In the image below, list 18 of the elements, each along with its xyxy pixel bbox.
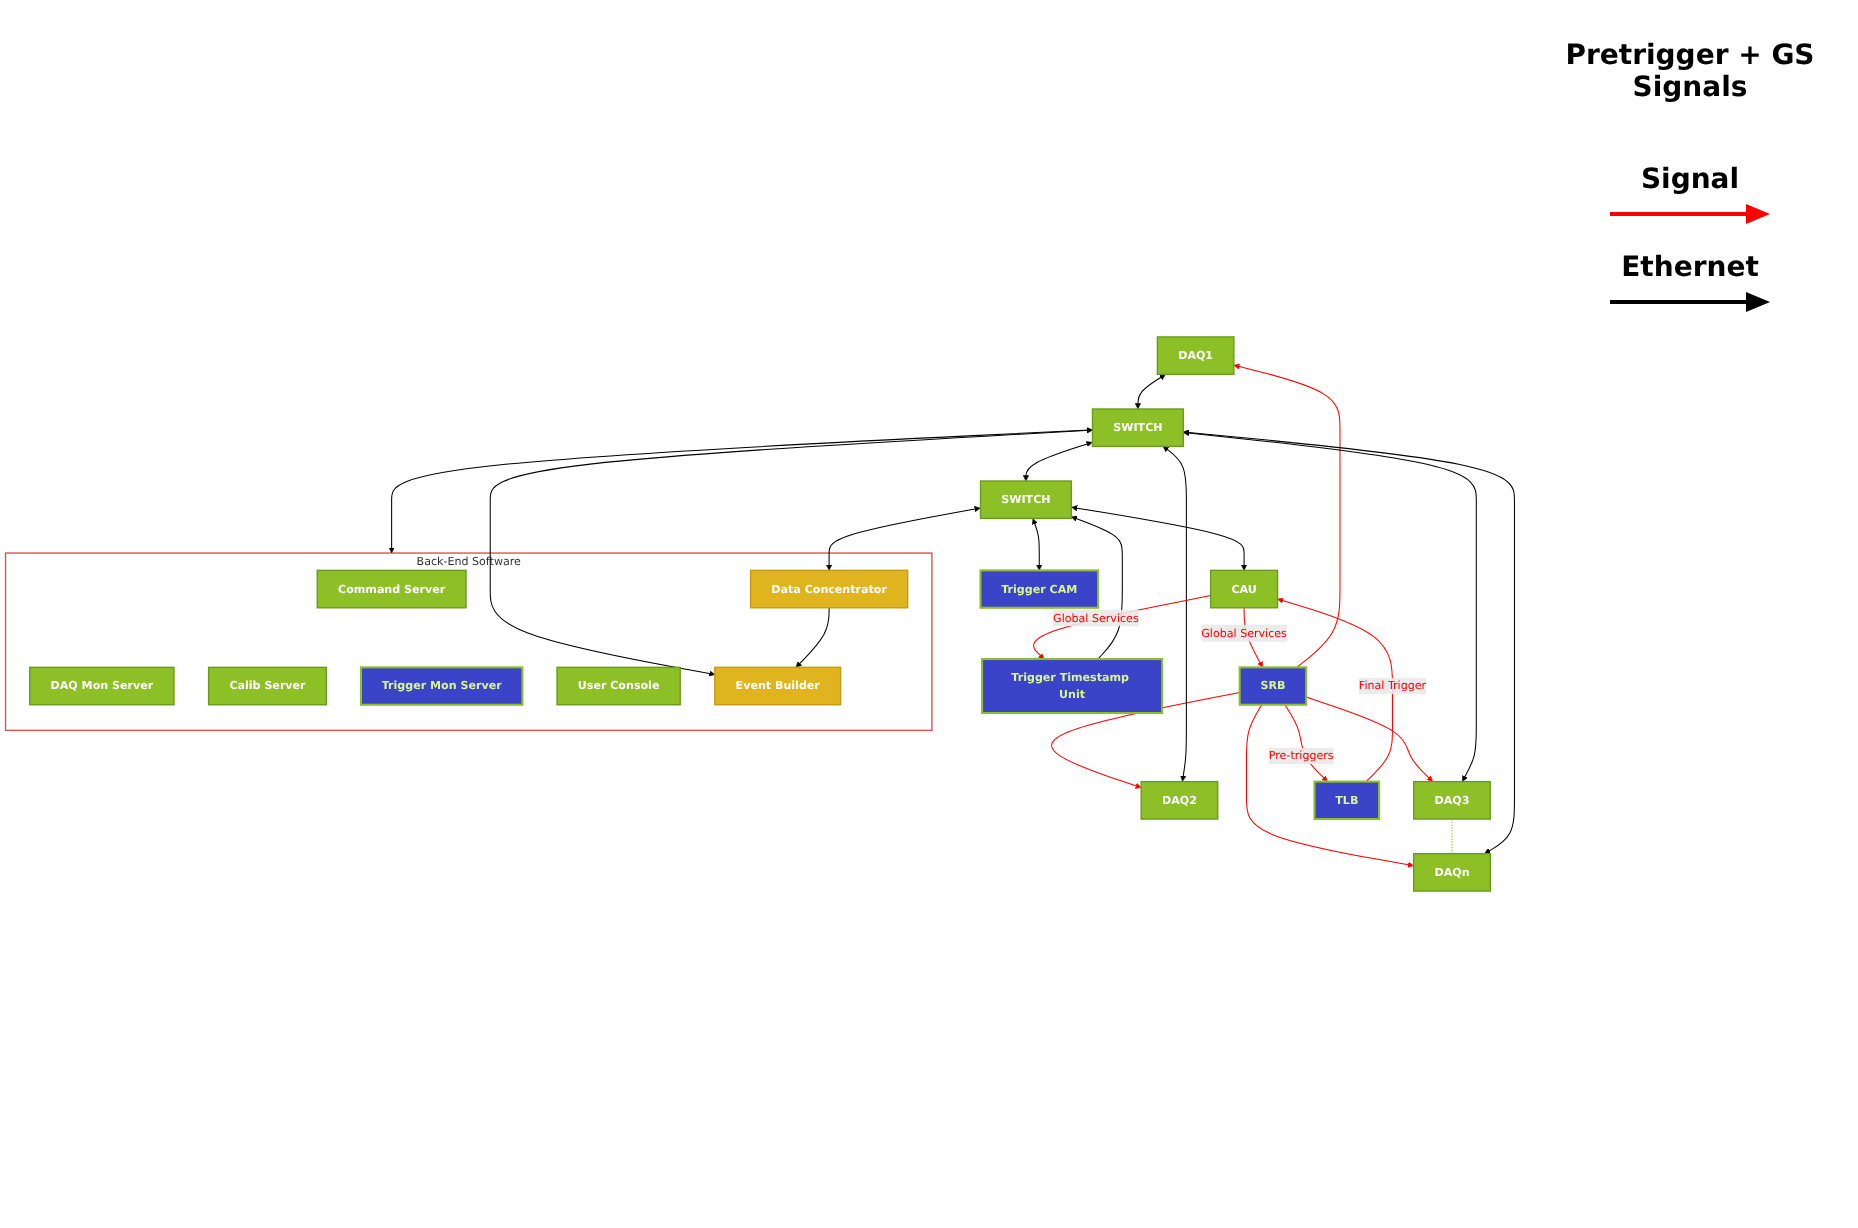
arrow xyxy=(1134,374,1166,410)
arrow xyxy=(1305,696,1433,782)
arrow xyxy=(1032,518,1043,571)
arrow xyxy=(489,427,1093,677)
note-text: Pretrigger + GS Signals xyxy=(1563,40,1817,104)
arrow xyxy=(1162,446,1187,782)
arrow xyxy=(1033,595,1212,660)
arrow xyxy=(1183,429,1515,854)
arrow xyxy=(1022,441,1093,482)
arrow xyxy=(1051,692,1241,789)
arrow xyxy=(388,427,1093,554)
legend-label: Ethernet xyxy=(1621,252,1759,284)
arrow xyxy=(795,607,830,668)
arrow xyxy=(826,506,981,571)
arrow xyxy=(1071,515,1123,660)
arrow xyxy=(1071,505,1248,571)
legend-label: Signal xyxy=(1640,164,1740,196)
connector xyxy=(1451,818,1453,855)
